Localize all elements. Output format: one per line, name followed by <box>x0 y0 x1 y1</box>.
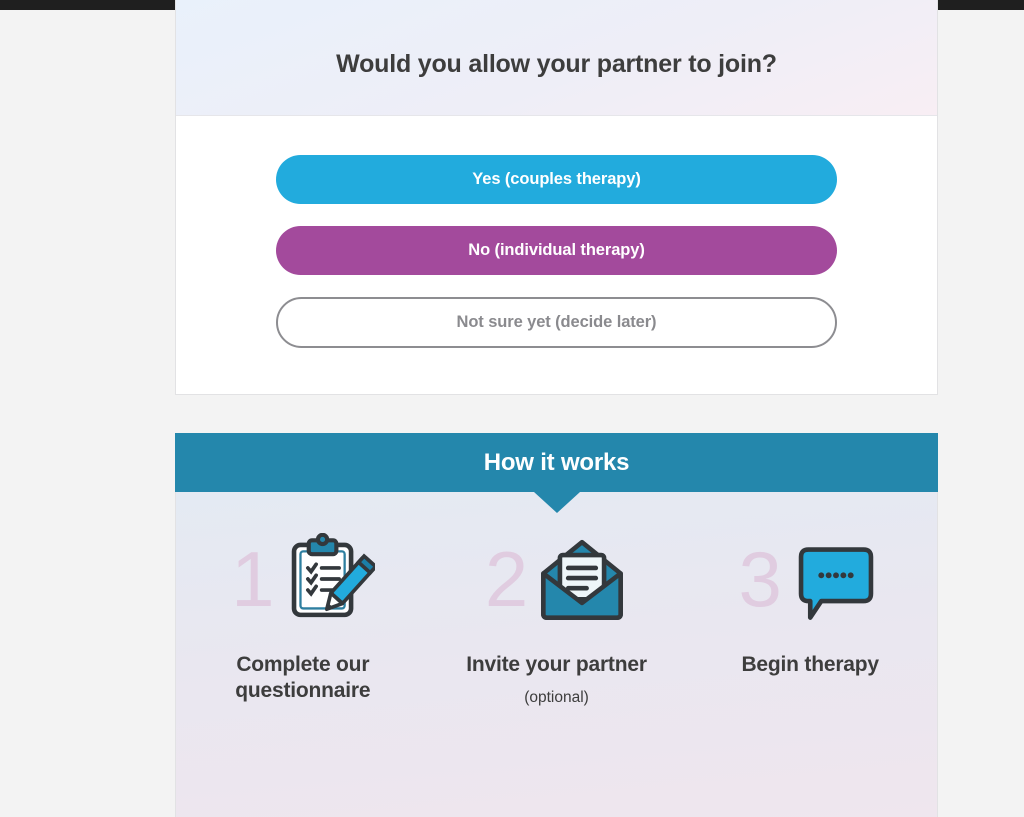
answer-yes-couples-therapy[interactable]: Yes (couples therapy) <box>276 155 837 204</box>
step-1-label: Complete our questionnaire <box>235 653 371 703</box>
step-number-1: 1 <box>231 535 275 623</box>
header-notch-triangle <box>533 492 580 513</box>
how-it-works-steps: 1 <box>175 492 938 817</box>
step-2-optional-note: (optional) <box>524 689 589 707</box>
speech-bubble-dots-icon <box>798 547 874 620</box>
step-2-label: Invite your partner <box>466 653 647 676</box>
step-item-1: 1 <box>176 524 430 817</box>
how-it-works-header: How it works <box>175 433 938 513</box>
question-header: Would you allow your partner to join? <box>176 0 937 116</box>
answer-options-group: Yes (couples therapy) No (individual the… <box>176 116 937 348</box>
step-number-3: 3 <box>738 535 782 623</box>
open-envelope-letter-icon <box>541 539 624 620</box>
partner-question-card: Would you allow your partner to join? Ye… <box>175 0 938 395</box>
page-title: Would you allow your partner to join? <box>336 50 777 78</box>
answer-not-sure-yet[interactable]: Not sure yet (decide later) <box>276 297 837 348</box>
step-2-visual: 2 <box>430 524 684 634</box>
how-it-works-card: How it works 1 <box>175 433 938 817</box>
step-3-label: Begin therapy <box>741 653 879 676</box>
answer-no-individual-therapy[interactable]: No (individual therapy) <box>276 226 837 275</box>
how-it-works-title: How it works <box>483 448 630 476</box>
step-number-2: 2 <box>484 535 529 623</box>
step-item-2: 2 Invite your partner (optional) <box>430 524 684 817</box>
step-item-3: 3 Begin therapy <box>683 524 937 817</box>
step-1-visual: 1 <box>176 524 430 634</box>
clipboard-checklist-pen-icon <box>291 533 375 618</box>
step-3-visual: 3 <box>683 524 937 634</box>
